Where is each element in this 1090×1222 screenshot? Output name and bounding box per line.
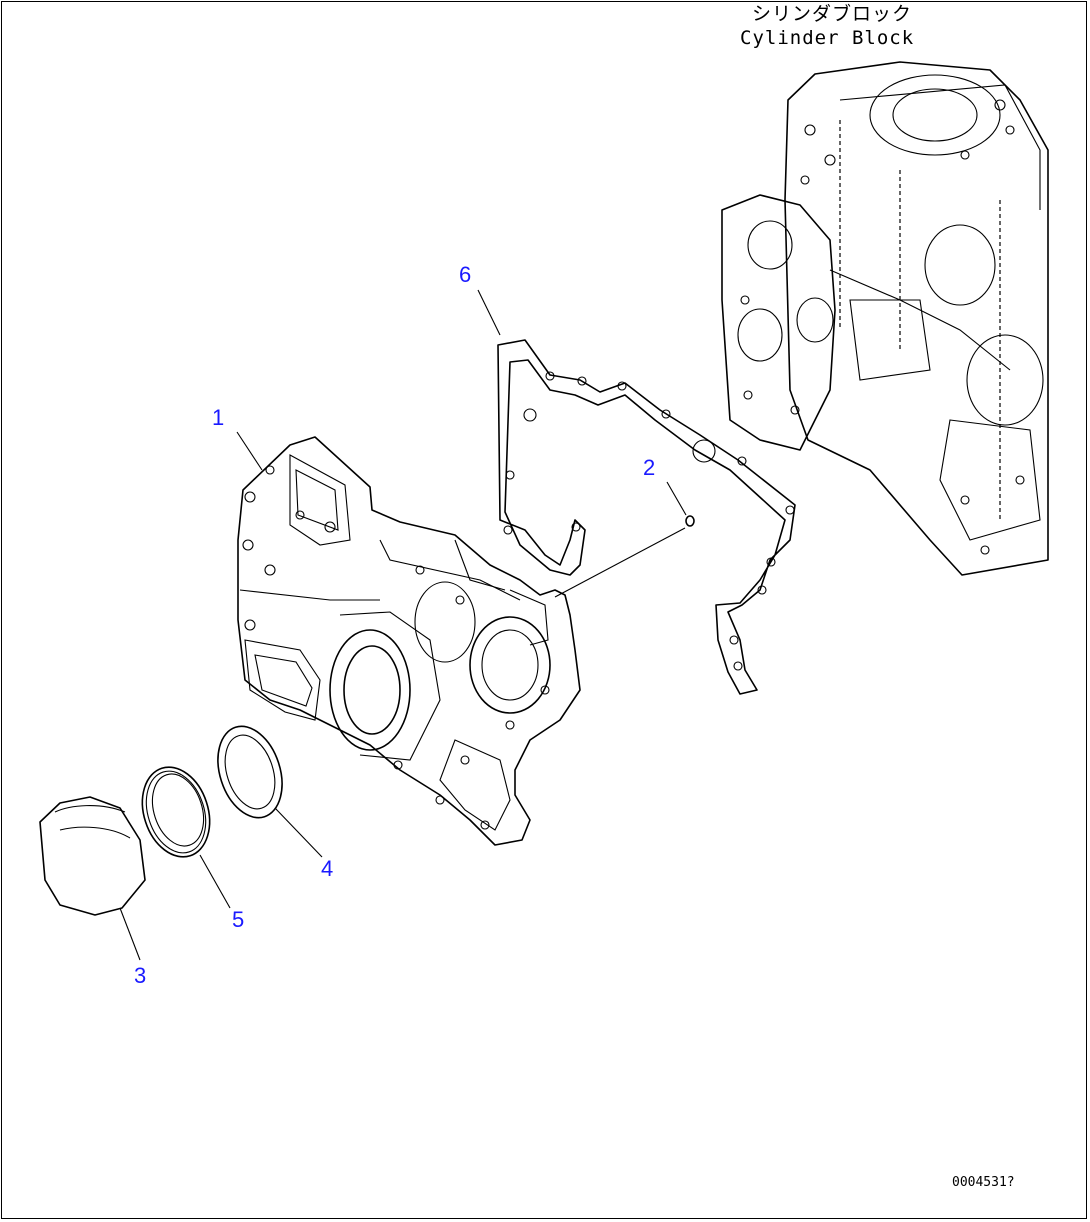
cylinder-block-drawing [721,61,1049,576]
callout-4: 4 [321,856,334,881]
callout-3: 3 [134,963,147,988]
drawing-id: 0004531? [952,1175,1015,1190]
sleeve-drawing [39,796,146,916]
gasket-outline [497,339,796,695]
o-ring [685,515,695,527]
oil-seal-drawing [141,766,211,858]
callout-5: 5 [232,907,245,932]
callout-1: 1 [212,405,225,430]
callout-2: 2 [643,455,656,480]
leader-lines [119,289,687,961]
block-label-english: Cylinder Block [740,27,915,49]
callout-6: 6 [459,262,472,287]
front-cover-drawing [237,436,581,846]
block-label-japanese: シリンダブロック [752,3,913,25]
seal-large-drawing [217,725,283,819]
